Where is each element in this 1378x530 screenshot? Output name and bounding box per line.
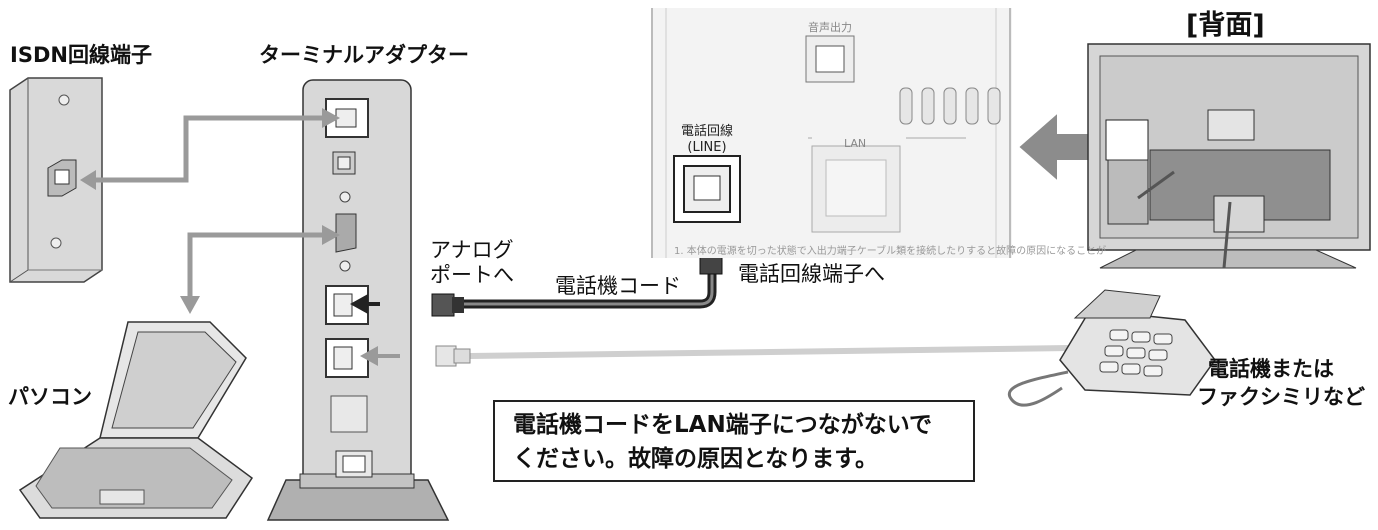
panel-note: 1. 本体の電源を切った状態で入出力端子ケーブル類を接続したりすると故障の原因に… [674,246,1107,257]
pc-cable [187,232,326,300]
line-jack-label: 電話回線端子へ [738,262,885,286]
back-panel-closeup [651,8,1012,258]
terminal-adapter-label: ターミナルアダプター [259,43,469,67]
isdn-jack-label: ISDN回線端子 [10,43,152,67]
warning-line2: ください。故障の原因となります。 [513,446,879,472]
terminal-adapter [266,79,450,521]
audio-out-label: 音声出力 [808,21,852,34]
phone-label-line1: 電話機または [1208,357,1334,381]
lan-label: LAN [844,137,867,150]
telephone-fax [1008,289,1216,407]
analog-port-label-line2: ポートへ [430,263,514,287]
telephone-cable [360,345,1071,367]
isdn-wall-plate [9,77,103,283]
laptop-pc [18,321,254,519]
phone-line-jack-label-line2: (LINE) [687,140,727,155]
analog-port-label-line1: アナログ [430,238,514,262]
warning-box: 電話機コードをLAN端子につながないで ください。故障の原因となります。 [493,400,975,482]
phone-line-jack-label-line1: 電話回線 [680,124,733,139]
phone-label-line2: ファクシミリなど [1197,385,1365,409]
ta-isdn-arrow [322,108,340,128]
ta-pc-arrow [322,225,340,245]
pc-label: パソコン [8,385,92,409]
phone-cord-label: 電話機コード [555,274,681,298]
isdn-cable-arrow [80,170,96,190]
back-view-label: [背面] [1186,10,1265,41]
warning-line1: 電話機コードをLAN端子につながないで [513,412,933,438]
phone-line-jack-label: 電話回線 (LINE) [668,124,746,156]
pc-cable-arrow [180,296,200,314]
isdn-cable [92,115,326,183]
tv-back [1087,43,1371,269]
